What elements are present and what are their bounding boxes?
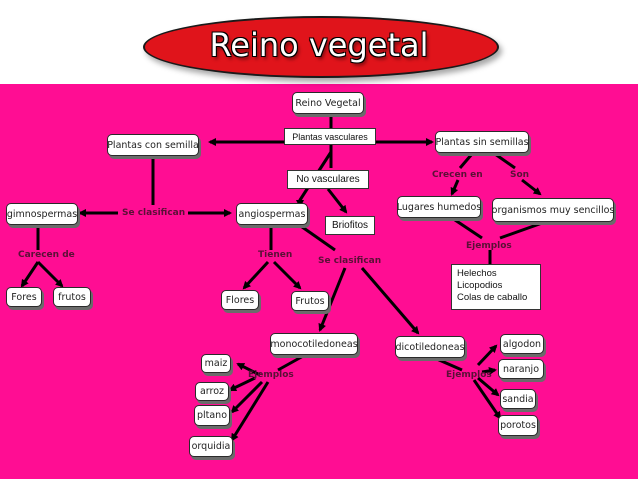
examples-list: Helechos Licopodios Colas de caballo: [451, 264, 541, 310]
link-son-org: [521, 178, 542, 196]
label-ejemplos-mono: Ejemplos: [248, 370, 294, 380]
node-orquidia: orquidia: [189, 436, 233, 457]
link-dico-sandia: [477, 376, 500, 397]
link-mono-maiz: [236, 362, 261, 377]
node-frutos-gimno: frutos: [53, 287, 91, 307]
label-carecen-de: Carecen de: [18, 250, 75, 260]
node-reino-vegetal: Reino Vegetal: [292, 92, 364, 114]
link-carecen-fores: [20, 261, 40, 288]
link-tienen-frutos: [272, 260, 302, 290]
label-ejemplos-dico: Ejemplos: [446, 370, 492, 380]
label-se-clasifican-1: Se clasifican: [122, 208, 186, 218]
label-ejemplos-sin-semilla: Ejemplos: [466, 241, 512, 251]
link-org-ejemplos: [499, 220, 546, 240]
link-carecen-frutos: [36, 260, 64, 288]
label-son: Son: [510, 170, 530, 180]
node-flores: Flores: [221, 290, 259, 310]
node-naranjo: naranjo: [498, 359, 544, 379]
node-gimnospermas: gimnospermas: [6, 203, 78, 225]
link-dico-porotos: [472, 379, 502, 420]
node-organismos: organismos muy sencillos: [492, 198, 614, 222]
example-item: Licopodios: [457, 280, 503, 291]
node-arroz: arroz: [195, 382, 229, 401]
link-crecen-lugares: [450, 179, 460, 196]
example-item: Colas de caballo: [457, 292, 528, 303]
link-dico-algodon: [476, 344, 498, 367]
title-oval: [143, 16, 499, 78]
node-algodon: algodon: [500, 334, 544, 354]
box-briofitos: Briofitos: [325, 216, 375, 235]
link-tienen-flores: [242, 260, 270, 290]
box-no-vasculares: No vasculares: [287, 170, 369, 189]
box-plantas-vasculares: Plantas vasculares: [284, 128, 376, 145]
label-tienen: Tienen: [258, 250, 293, 260]
node-monocotiledoneas: monocotiledoneas: [270, 333, 358, 355]
node-sandia: sandia: [500, 389, 536, 409]
node-plantas-con-semilla: Plantas con semilla: [107, 134, 199, 156]
link-mono-orquidia: [230, 381, 270, 442]
link-dico-ejemplos: [429, 354, 463, 372]
node-maiz: maiz: [201, 354, 231, 373]
node-fores: Fores: [6, 287, 42, 307]
example-item: Helechos: [457, 268, 497, 279]
link-mono-pltano: [230, 380, 264, 414]
node-lugares-humedos: Lugares humedos: [397, 196, 481, 218]
node-angiospermas: angiospermas: [236, 203, 308, 225]
label-se-clasifican-2: Se clasifican: [318, 256, 382, 266]
node-porotos: porotos: [498, 415, 538, 436]
link-mono-arroz: [228, 376, 256, 392]
node-pltano: pltano: [194, 405, 230, 426]
link-sin-son: [494, 152, 516, 170]
link-clasif-dico: [360, 267, 420, 335]
page-title: Reino vegetal: [209, 26, 429, 64]
link-mono-ejemplos: [277, 353, 306, 372]
link-novasc-brio: [326, 188, 348, 214]
link-angio-clasif: [294, 220, 336, 252]
link-clasif-mono: [318, 267, 347, 332]
link-lugares-ejemplos: [451, 216, 483, 240]
link-sin-crecen: [458, 153, 474, 169]
node-frutos-angio: Frutos: [291, 291, 329, 311]
node-dicotiledoneas: dicotiledoneas: [395, 336, 465, 358]
label-crecen-en: Crecen en: [432, 170, 483, 180]
node-plantas-sin-semillas: Plantas sin semillas: [435, 131, 529, 153]
link-dico-naranjo: [481, 366, 497, 375]
